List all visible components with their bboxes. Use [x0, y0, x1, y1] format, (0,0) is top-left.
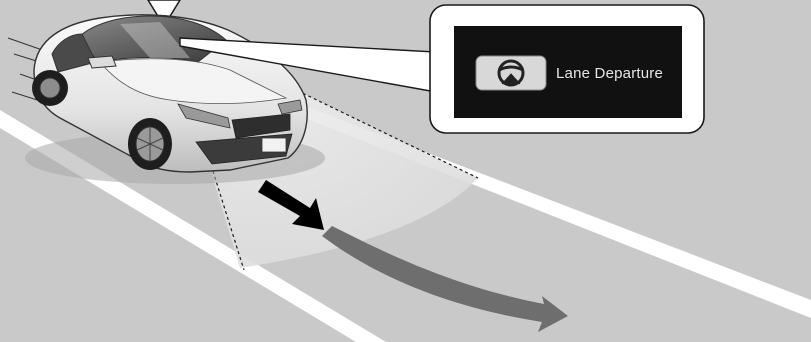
car-icon [8, 15, 325, 184]
steering-wheel-warning-icon [476, 56, 546, 90]
departure-path-arrow [322, 226, 568, 332]
lane-departure-message: Lane Departure [556, 65, 663, 82]
